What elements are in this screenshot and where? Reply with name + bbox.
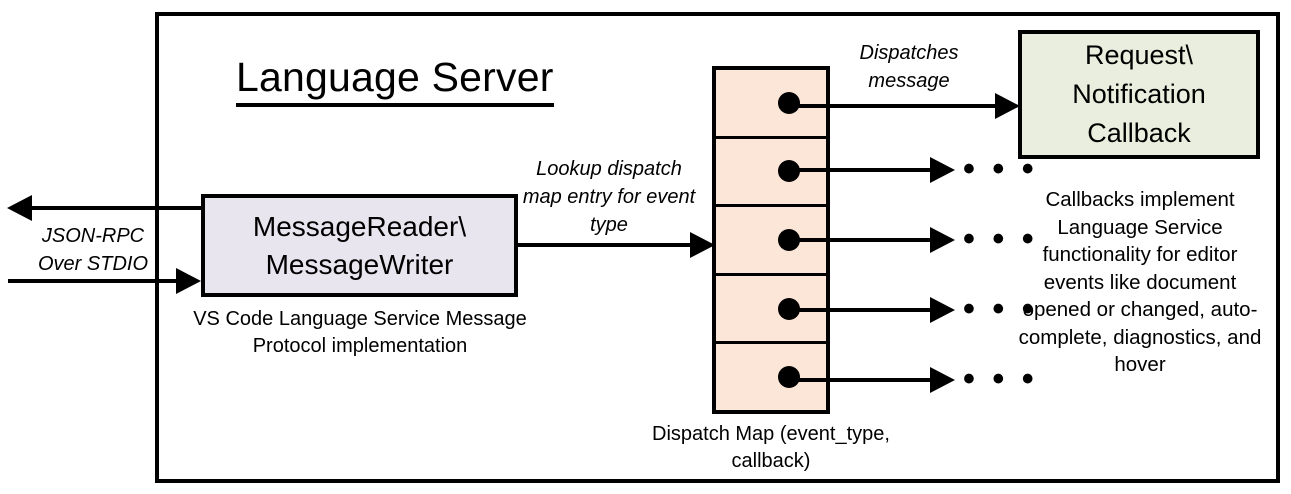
- message-reader-writer-box[interactable]: MessageReader\ MessageWriter: [201, 194, 518, 297]
- jsonrpc-transport-label: JSON-RPC Over STDIO: [18, 222, 168, 278]
- outbound-jsonrpc-arrowhead: [7, 195, 32, 221]
- language-server-boundary: [155, 12, 1280, 483]
- jsonrpc-label-line-1: JSON-RPC: [41, 225, 145, 247]
- dispatch-entry-dot-icon: [778, 91, 800, 114]
- dispatch-arrow-line-2: [790, 168, 935, 172]
- callback-caption-line-7: diagnostics, and hover: [1113, 325, 1262, 377]
- message-box-line-1: MessageReader\: [252, 210, 467, 242]
- message-caption-line-2: Message Protocol implementation: [252, 308, 527, 357]
- table-row[interactable]: [716, 70, 826, 139]
- message-box-line-2: MessageWriter: [265, 248, 454, 280]
- dispatch-map-caption: Dispatch Map (event_type, callback): [649, 421, 893, 475]
- jsonrpc-label-line-2: Over STDIO: [37, 253, 148, 275]
- callback-caption-line-5: opened or changed,: [1022, 298, 1205, 321]
- dispatch-arrow-arrowhead-2: [930, 157, 955, 183]
- dispatch-entry-dot-icon: [778, 160, 800, 183]
- callback-box-caption: Callbacks implement Language Service fun…: [1016, 186, 1264, 379]
- lookup-label-line-3: event type: [590, 186, 696, 236]
- table-row[interactable]: [716, 276, 826, 345]
- lookup-label-line-2: map entry for: [522, 186, 641, 208]
- lookup-label-line-1: Lookup dispatch: [536, 158, 682, 180]
- callback-caption-line-4: events like document: [1043, 270, 1237, 294]
- table-row[interactable]: [716, 344, 826, 410]
- callback-box-line-1: Request\: [1084, 40, 1194, 70]
- lookup-arrow-line: [518, 243, 694, 247]
- dispatch-arrow-line-5: [790, 378, 935, 382]
- lookup-dispatch-label: Lookup dispatch map entry for event type: [514, 155, 704, 239]
- dispatches-label-line-2: message: [868, 70, 950, 92]
- lookup-arrow-arrowhead: [690, 232, 715, 258]
- dispatch-arrow-line-4: [790, 308, 935, 312]
- dispatch-arrow-line-1: [790, 104, 1015, 108]
- callback-box-line-3: Callback: [1087, 118, 1191, 148]
- dispatch-arrow-line-3: [790, 238, 935, 242]
- callback-caption-line-1: Callbacks implement: [1045, 188, 1235, 211]
- dispatch-entry-dot-icon: [778, 297, 800, 320]
- table-row[interactable]: [716, 139, 826, 208]
- dispatch-arrow-arrowhead-4: [930, 297, 955, 323]
- dispatch-entry-dot-icon: [778, 228, 800, 251]
- callback-caption-line-3: functionality for editor: [1042, 243, 1238, 266]
- dispatch-arrow-arrowhead-5: [930, 367, 955, 393]
- callback-caption-line-2: Language Service: [1057, 215, 1223, 239]
- dispatches-message-label: Dispatches message: [829, 39, 989, 95]
- dispatch-entry-dot-icon: [778, 366, 800, 389]
- dispatch-ellipsis-2: • • •: [963, 150, 1038, 188]
- inbound-jsonrpc-arrowhead: [176, 268, 201, 294]
- message-caption-line-1: VS Code Language Service: [193, 308, 441, 330]
- dispatch-arrow-arrowhead-1: [995, 93, 1020, 119]
- request-notification-callback-box[interactable]: Request\ Notification Callback: [1018, 30, 1260, 159]
- table-row[interactable]: [716, 207, 826, 276]
- callback-caption-line-6: auto-complete,: [1018, 298, 1258, 349]
- map-caption-line-1: Dispatch Map: [652, 423, 775, 445]
- message-box-caption: VS Code Language Service Message Protoco…: [190, 306, 530, 360]
- inbound-jsonrpc-line: [8, 279, 183, 283]
- dispatch-arrow-arrowhead-3: [930, 227, 955, 253]
- dispatches-label-line-1: Dispatches: [859, 42, 959, 64]
- page-title: Language Server: [236, 52, 554, 107]
- outbound-jsonrpc-line: [32, 206, 204, 210]
- map-caption-line-2: (event_type, callback): [731, 423, 890, 472]
- callback-box-line-2: Notification: [1072, 79, 1206, 109]
